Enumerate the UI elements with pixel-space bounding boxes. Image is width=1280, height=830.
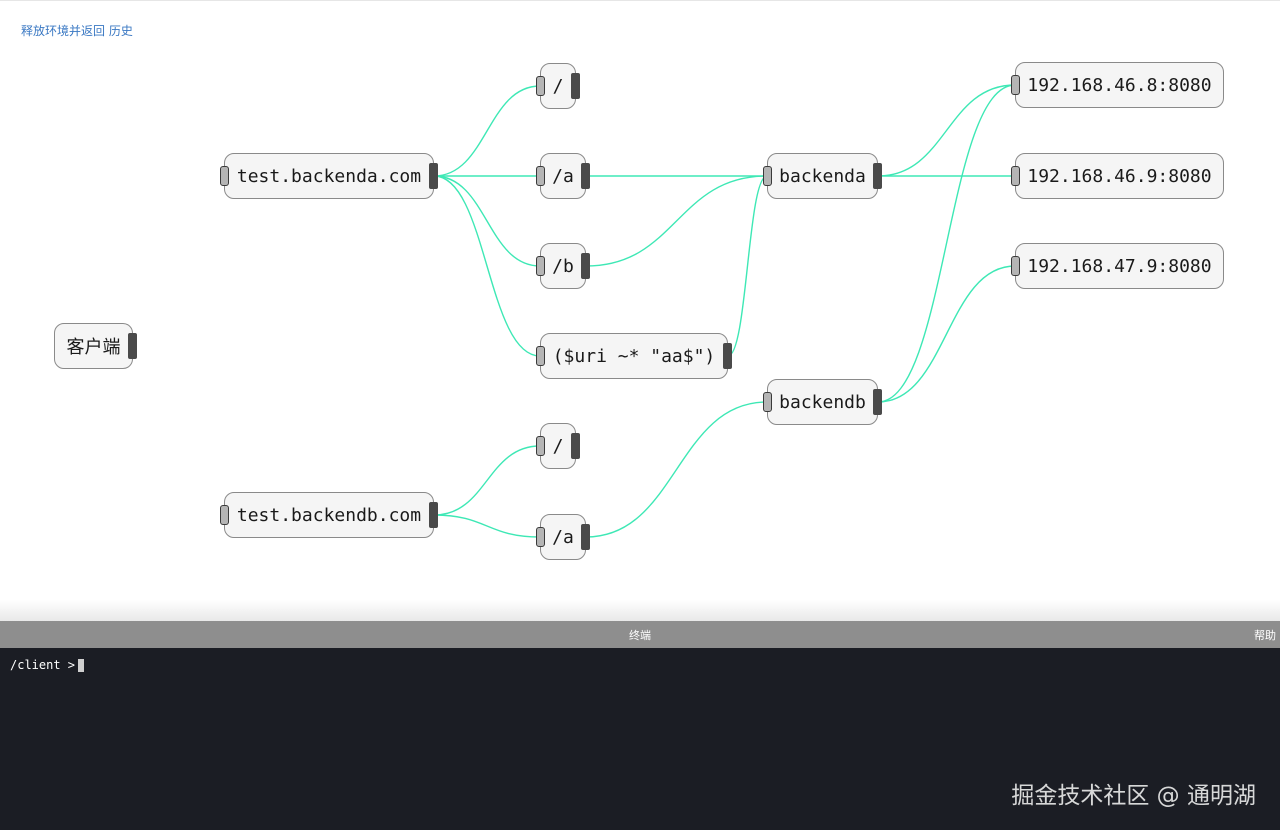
input-port[interactable] xyxy=(220,505,229,525)
node-label: / xyxy=(552,75,564,97)
node-location-a-b[interactable]: /b xyxy=(536,243,590,289)
node-upstream-backendb[interactable]: backendb xyxy=(763,379,882,425)
node-label: backendb xyxy=(779,391,866,413)
input-port[interactable] xyxy=(220,166,229,186)
routing-graph: 客户端 test.backenda.com test.backendb.com … xyxy=(54,62,1224,560)
node-location-a-root[interactable]: / xyxy=(536,63,580,109)
output-port[interactable] xyxy=(128,333,137,359)
input-port[interactable] xyxy=(536,436,545,456)
terminal-header[interactable]: 终端 帮助 xyxy=(0,621,1280,648)
node-host-a[interactable]: test.backenda.com xyxy=(220,153,438,199)
toolbar-links: 释放环境并返回 历史 xyxy=(21,22,133,39)
node-server-1[interactable]: 192.168.46.8:8080 xyxy=(1011,62,1224,108)
input-port[interactable] xyxy=(536,166,545,186)
edge-backendb-to-srv3 xyxy=(877,265,1016,403)
node-location-b-a[interactable]: /a xyxy=(536,514,590,560)
node-label: 192.168.46.9:8080 xyxy=(1027,165,1212,187)
node-location-a-a[interactable]: /a xyxy=(536,153,590,199)
node-host-b[interactable]: test.backendb.com xyxy=(220,492,438,538)
node-label: 192.168.46.8:8080 xyxy=(1027,74,1212,96)
input-port[interactable] xyxy=(536,256,545,276)
node-label: backenda xyxy=(779,165,866,187)
input-port[interactable] xyxy=(536,346,545,366)
node-label: 客户端 xyxy=(66,337,121,358)
history-link[interactable]: 历史 xyxy=(108,24,133,38)
edge-host_a-to-a_root xyxy=(433,85,541,177)
terminal-prompt: /client > xyxy=(10,658,83,672)
input-port[interactable] xyxy=(1011,75,1020,95)
input-port[interactable] xyxy=(536,527,545,547)
node-label: test.backenda.com xyxy=(236,165,422,187)
node-label: /a xyxy=(552,165,574,187)
output-port[interactable] xyxy=(581,253,590,279)
edge-host_b-to-b_root xyxy=(433,445,541,516)
node-location-a-regex[interactable]: ($uri ~* "aa$") xyxy=(536,333,732,379)
watermark: 掘金技术社区 @ 通明湖 xyxy=(1011,783,1256,809)
edge-backenda-to-srv1 xyxy=(877,84,1016,177)
node-label: /b xyxy=(552,255,574,277)
edge-b_a-to-backendb xyxy=(585,401,768,538)
input-port[interactable] xyxy=(763,392,772,412)
graph-bottom-shadow xyxy=(0,600,1280,622)
top-border xyxy=(0,0,1280,1)
output-port[interactable] xyxy=(873,163,882,189)
edge-a_regex-to-backenda xyxy=(727,175,768,357)
node-label: /a xyxy=(552,526,574,548)
node-server-2[interactable]: 192.168.46.9:8080 xyxy=(1011,153,1224,199)
output-port[interactable] xyxy=(429,502,438,528)
input-port[interactable] xyxy=(1011,166,1020,186)
edge-backendb-to-srv1 xyxy=(877,84,1016,403)
node-label: 192.168.47.9:8080 xyxy=(1027,255,1212,277)
node-location-b-root[interactable]: / xyxy=(536,423,580,469)
input-port[interactable] xyxy=(763,166,772,186)
edge-layer xyxy=(433,84,1016,538)
terminal-title: 终端 xyxy=(629,629,651,642)
input-port[interactable] xyxy=(1011,256,1020,276)
edge-host_a-to-a_b xyxy=(433,175,541,267)
output-port[interactable] xyxy=(581,163,590,189)
terminal-panel[interactable]: /client > xyxy=(0,648,1280,830)
output-port[interactable] xyxy=(571,433,580,459)
input-port[interactable] xyxy=(536,76,545,96)
node-upstream-backenda[interactable]: backenda xyxy=(763,153,882,199)
output-port[interactable] xyxy=(723,343,732,369)
output-port[interactable] xyxy=(571,73,580,99)
output-port[interactable] xyxy=(429,163,438,189)
output-port[interactable] xyxy=(581,524,590,550)
edge-host_a-to-a_regex xyxy=(433,175,541,357)
node-client[interactable]: 客户端 xyxy=(54,323,137,369)
node-label: / xyxy=(552,435,564,457)
output-port[interactable] xyxy=(873,389,882,415)
node-label: ($uri ~* "aa$") xyxy=(552,345,716,367)
help-button[interactable]: 帮助 xyxy=(1254,629,1276,642)
node-label: test.backendb.com xyxy=(236,504,422,526)
node-server-3[interactable]: 192.168.47.9:8080 xyxy=(1011,243,1224,289)
edge-a_b-to-backenda xyxy=(585,175,768,267)
edge-host_b-to-b_a xyxy=(433,514,541,538)
terminal-cursor xyxy=(78,659,84,672)
release-env-link[interactable]: 释放环境并返回 xyxy=(21,24,106,38)
